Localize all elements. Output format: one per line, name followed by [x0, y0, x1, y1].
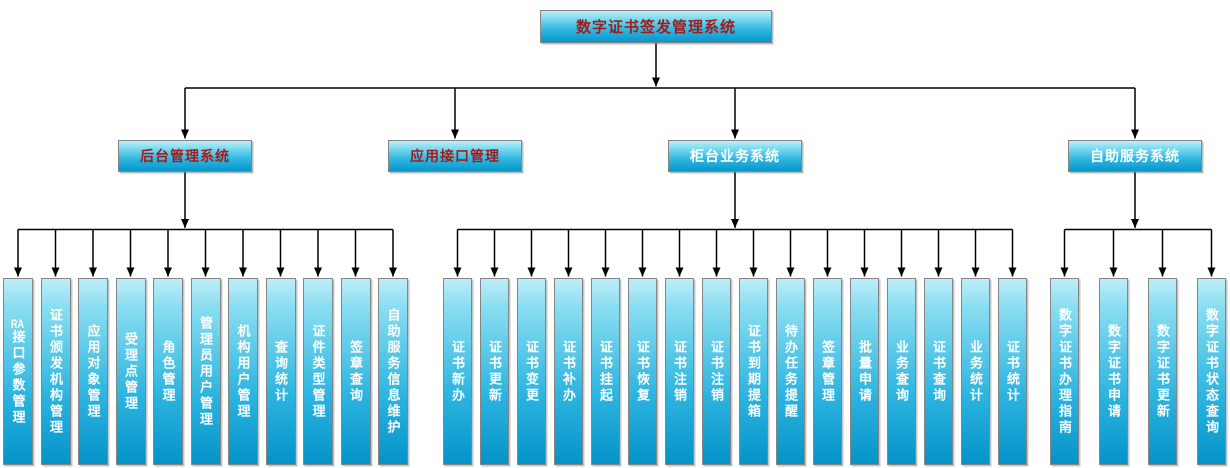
function-box-label: 待办任务提醒: [783, 323, 798, 420]
function-box-label: 数字证书申请: [1106, 323, 1121, 420]
function-box-label: 机构用户管理: [235, 323, 251, 420]
function-box: 业务统计: [961, 278, 990, 465]
function-box: 待办任务提醒: [776, 278, 805, 465]
function-box: 证书恢复: [628, 278, 657, 465]
function-box: 数字证书办理指南: [1050, 278, 1079, 465]
function-box-label: 证书到期提箱: [746, 323, 761, 420]
function-box-label: 证书恢复: [635, 339, 650, 404]
function-box-label: 证书新办: [450, 339, 465, 404]
function-box: 证书更新: [480, 278, 509, 465]
function-box-label: 自助服务信息维护: [385, 307, 401, 436]
root-node-title: 数字证书签发管理系统: [540, 10, 772, 43]
function-box: 数字证书状态查询: [1197, 278, 1226, 465]
node-api-interface-management: 应用接口管理: [388, 140, 522, 172]
function-box-label: 角色管理: [160, 339, 176, 404]
function-box: 角色管理: [153, 278, 183, 465]
function-box: 证书挂起: [591, 278, 620, 465]
function-box: 数字证书申请: [1099, 278, 1128, 465]
function-box-label: RA接口参数管理: [10, 317, 26, 426]
function-box-label: 数字证书更新: [1155, 323, 1170, 420]
function-box-label: 证书统计: [1005, 339, 1020, 404]
function-box-label: 管理员用户管理: [198, 315, 213, 428]
backend-function-boxes: RA接口参数管理 证书颁发机构管理 应用对象管理 受理点管理 角色管理 管理员用户管理 机构…: [3, 278, 408, 465]
function-box: 证书注销: [665, 278, 694, 465]
function-box-label: 证书注销: [672, 339, 687, 404]
function-box-label: 证书更新: [487, 339, 502, 404]
function-box-label: 证书挂起: [598, 339, 613, 404]
function-box: 签章查询: [340, 278, 371, 465]
function-box-label: 业务查询: [894, 339, 909, 404]
function-box: 管理员用户管理: [190, 278, 221, 465]
function-box-label: 证书变更: [524, 339, 539, 404]
function-box-label: 证书颁发机构管理: [48, 307, 63, 436]
function-box: 证书颁发机构管理: [40, 278, 71, 465]
function-box: RA接口参数管理: [3, 278, 33, 465]
function-box: 机构用户管理: [228, 278, 258, 465]
function-box: 数字证书更新: [1148, 278, 1177, 465]
function-box-label: 证书补办: [561, 339, 576, 404]
function-box-label: 查询统计: [273, 339, 288, 404]
function-box: 证书新办: [443, 278, 472, 465]
function-box-label: 业务统计: [968, 339, 983, 404]
function-box: 证书统计: [998, 278, 1027, 465]
function-box-label: 应用对象管理: [85, 323, 101, 420]
function-box-label: 证书注销: [709, 339, 724, 404]
function-box-label: 受理点管理: [123, 331, 138, 412]
function-box: 证书查询: [924, 278, 953, 465]
function-box: 签章管理: [813, 278, 842, 465]
function-box-label: 数字证书状态查询: [1204, 307, 1219, 436]
function-box-label: 批量申请: [857, 339, 872, 404]
function-box-label: 签章管理: [820, 339, 835, 404]
function-box-label: 签章查询: [348, 339, 363, 404]
function-box-label: 证书查询: [931, 339, 946, 404]
function-box: 查询统计: [265, 278, 296, 465]
function-box: 证书注销: [702, 278, 731, 465]
function-box: 证件类型管理: [303, 278, 333, 465]
function-box: 证书变更: [517, 278, 546, 465]
function-box-label: 数字证书办理指南: [1057, 307, 1072, 436]
function-box: 证书补办: [554, 278, 583, 465]
function-box: 业务查询: [887, 278, 916, 465]
node-counter-business-system: 柜台业务系统: [668, 140, 802, 172]
counter-function-boxes: 证书新办 证书更新 证书变更 证书补办 证书挂起 证书恢复 证书注销 证书注销 证书到期提箱 待办…: [443, 278, 1027, 465]
node-selfservice-system: 自助服务系统: [1068, 140, 1202, 172]
function-box: 应用对象管理: [78, 278, 108, 465]
function-box: 证书到期提箱: [739, 278, 768, 465]
function-box: 批量申请: [850, 278, 879, 465]
node-backend-system: 后台管理系统: [118, 140, 252, 172]
function-box: 自助服务信息维护: [378, 278, 408, 465]
selfservice-function-boxes: 数字证书办理指南 数字证书申请 数字证书更新 数字证书状态查询: [1050, 278, 1226, 465]
function-box-label: 证件类型管理: [310, 323, 326, 420]
function-box: 受理点管理: [115, 278, 146, 465]
